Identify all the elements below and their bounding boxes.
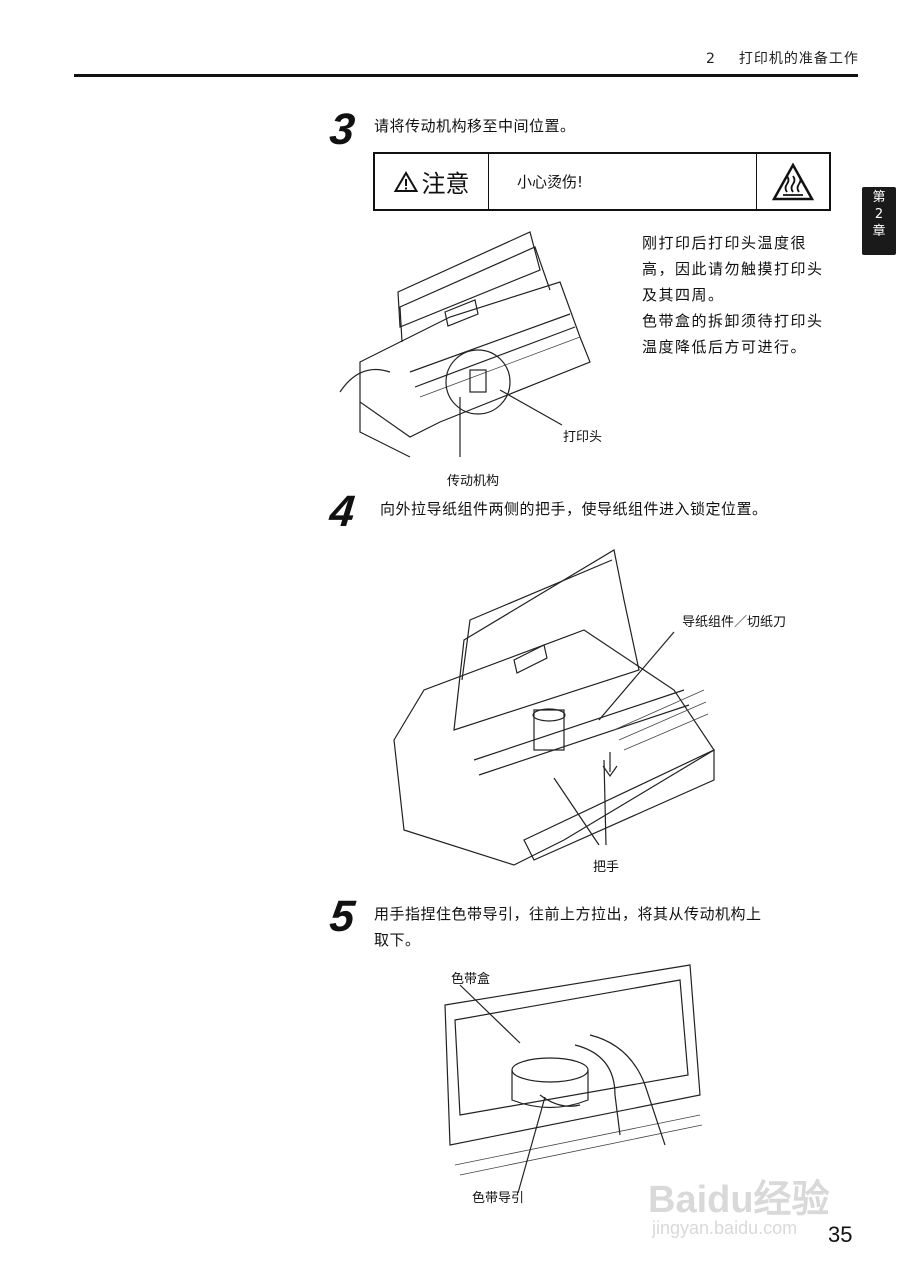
caution-box: 注意 小心烫伤! <box>373 152 831 211</box>
callout-ribbon-cassette: 色带盒 <box>451 972 491 987</box>
chapter-tab: 第 2 章 <box>862 187 896 255</box>
note-line-2: 高，因此请勿触摸打印头 <box>642 260 824 278</box>
callout-ribbon-guide: 色带导引 <box>472 1191 525 1206</box>
step-5-line-2: 取下。 <box>374 931 421 949</box>
watermark-brand: Baidu经验 <box>648 1179 830 1221</box>
callout-print-head: 打印头 <box>563 430 603 445</box>
header-section-title: 打印机的准备工作 <box>738 51 859 67</box>
caution-message: 小心烫伤! <box>517 173 584 191</box>
step-5-instruction: 用手指捏住色带导引，往前上方拉出，将其从传动机构上 取下。 <box>374 901 844 953</box>
caution-note: 刚打印后打印头温度很 高，因此请勿触摸打印头 及其四周。 色带盒的拆卸须待打印头… <box>642 230 842 360</box>
header-chapter-number: 2 <box>706 51 716 67</box>
caution-label-cell: 注意 <box>375 154 489 209</box>
chapter-tab-line3: 章 <box>872 224 886 239</box>
step-3-number: 3 <box>327 105 358 154</box>
hot-surface-warning-icon <box>771 161 815 200</box>
step-4-instruction: 向外拉导纸组件两侧的把手，使导纸组件进入锁定位置。 <box>380 500 768 518</box>
printer-paper-guide-illustration <box>393 549 715 866</box>
callout-carriage: 传动机构 <box>447 474 500 489</box>
hot-surface-cell <box>757 154 829 209</box>
printer-carriage-illustration <box>339 231 591 458</box>
page-number: 35 <box>828 1222 853 1247</box>
step-5-line-1: 用手指捏住色带导引，往前上方拉出，将其从传动机构上 <box>374 905 762 923</box>
step-3-instruction: 请将传动机构移至中间位置。 <box>374 117 576 135</box>
ribbon-cassette-illustration <box>444 964 703 1194</box>
note-line-1: 刚打印后打印头温度很 <box>642 234 808 252</box>
warning-triangle-icon <box>393 170 418 193</box>
running-header: 2 打印机的准备工作 <box>706 48 859 68</box>
watermark-url: jingyan.baidu.com <box>652 1218 798 1238</box>
note-line-3: 及其四周。 <box>642 286 725 304</box>
header-rule <box>74 74 858 77</box>
chapter-tab-line1: 第 <box>872 190 886 205</box>
callout-paper-guide: 导纸组件／切纸刀 <box>682 615 787 630</box>
step-4-number: 4 <box>327 487 358 536</box>
chapter-tab-line2: 2 <box>874 207 884 222</box>
callout-handle: 把手 <box>593 860 620 875</box>
note-line-5: 温度降低后方可进行。 <box>642 338 808 356</box>
caution-message-cell: 小心烫伤! <box>489 154 757 209</box>
step-5-number: 5 <box>327 892 358 941</box>
caution-label: 注意 <box>421 170 470 198</box>
note-line-4: 色带盒的拆卸须待打印头 <box>642 312 824 330</box>
